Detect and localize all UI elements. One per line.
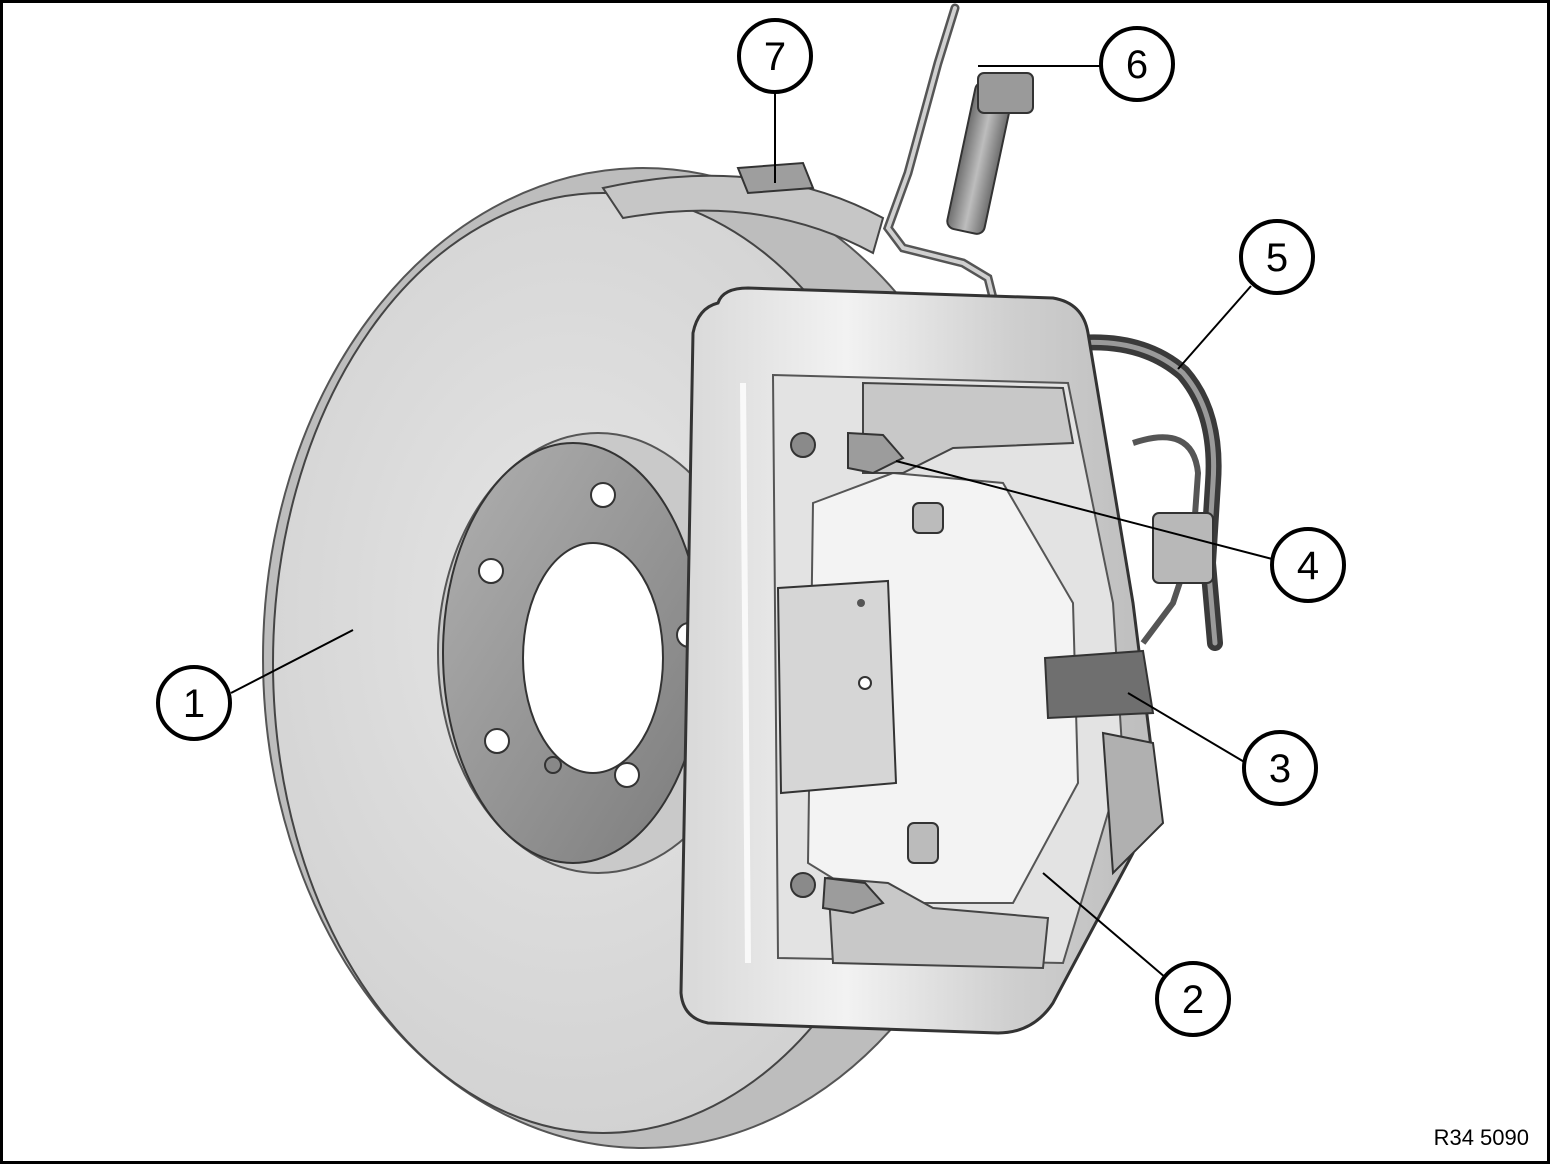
leader-line-3 bbox=[1127, 692, 1247, 764]
callout-label: 4 bbox=[1297, 544, 1319, 588]
caliper-bottom-bridge bbox=[826, 876, 1050, 970]
wear-sensor-cable-highlight bbox=[885, 6, 995, 300]
brake-line-and-sensor bbox=[601, 3, 1034, 303]
caliper-piston-slot bbox=[1043, 649, 1155, 720]
wear-sensor-lead-right bbox=[1132, 434, 1202, 645]
sensor-connector bbox=[977, 72, 1034, 114]
brake-pad bbox=[776, 579, 898, 795]
caliper-inspection-window bbox=[806, 471, 1080, 904]
leader-line-2 bbox=[1042, 872, 1167, 979]
figure-reference-code: R34 5090 bbox=[1433, 1125, 1529, 1150]
callout-label: 3 bbox=[1269, 747, 1291, 791]
callout-label: 5 bbox=[1266, 236, 1288, 280]
guide-pin-hole bbox=[790, 872, 816, 898]
callout-2: 2 bbox=[1155, 961, 1231, 1037]
callout-7: 7 bbox=[737, 18, 813, 94]
callout-4: 4 bbox=[1270, 527, 1346, 603]
wheel-bolt-hole bbox=[484, 728, 510, 754]
guide-pin-hole bbox=[790, 432, 816, 458]
callout-label: 2 bbox=[1182, 978, 1204, 1022]
leader-line-1 bbox=[230, 629, 354, 694]
callout-label: 6 bbox=[1126, 43, 1148, 87]
hose-bracket bbox=[1152, 512, 1214, 584]
dust-shield-top bbox=[601, 174, 885, 255]
pad-spring-hole bbox=[858, 676, 872, 690]
brake-assembly-diagram: 1 2 3 4 5 6 7 bbox=[156, 3, 1346, 1149]
callout-label: 1 bbox=[183, 682, 205, 726]
wheel-bolt-hole bbox=[614, 762, 640, 788]
disc-center-bore bbox=[522, 542, 664, 774]
leader-line-4 bbox=[895, 460, 1277, 561]
callout-circle bbox=[156, 665, 232, 741]
pad-retaining-spring bbox=[847, 431, 905, 475]
locating-pin-hole bbox=[544, 756, 562, 774]
callout-3: 3 bbox=[1242, 730, 1318, 806]
brake-caliper bbox=[679, 286, 1165, 1035]
callout-1: 1 bbox=[156, 665, 232, 741]
caliper-edge-highlight bbox=[740, 382, 751, 964]
caliper-back-fin bbox=[1101, 731, 1165, 876]
wheel-bolt-hole bbox=[590, 482, 616, 508]
caliper-mount-boss bbox=[907, 822, 939, 864]
callout-5: 5 bbox=[1239, 219, 1315, 295]
caliper-top-bridge bbox=[862, 381, 1075, 474]
callout-circle bbox=[1242, 730, 1318, 806]
brake-hose bbox=[1070, 334, 1223, 651]
wheel-bolt-hole bbox=[478, 558, 504, 584]
callout-6: 6 bbox=[1099, 26, 1175, 102]
callout-circle bbox=[737, 18, 813, 94]
callout-circle bbox=[1099, 26, 1175, 102]
pad-retaining-spring bbox=[821, 876, 885, 915]
leader-line-5 bbox=[1177, 285, 1252, 370]
callout-label: 7 bbox=[764, 35, 786, 79]
brake-hose-shine bbox=[1075, 339, 1218, 646]
caliper-mount-boss bbox=[912, 502, 944, 534]
callout-circle bbox=[1270, 527, 1346, 603]
pad-spring-hole bbox=[857, 599, 865, 607]
callout-circle bbox=[1155, 961, 1231, 1037]
callout-circle bbox=[1239, 219, 1315, 295]
leader-lines bbox=[230, 65, 1277, 979]
